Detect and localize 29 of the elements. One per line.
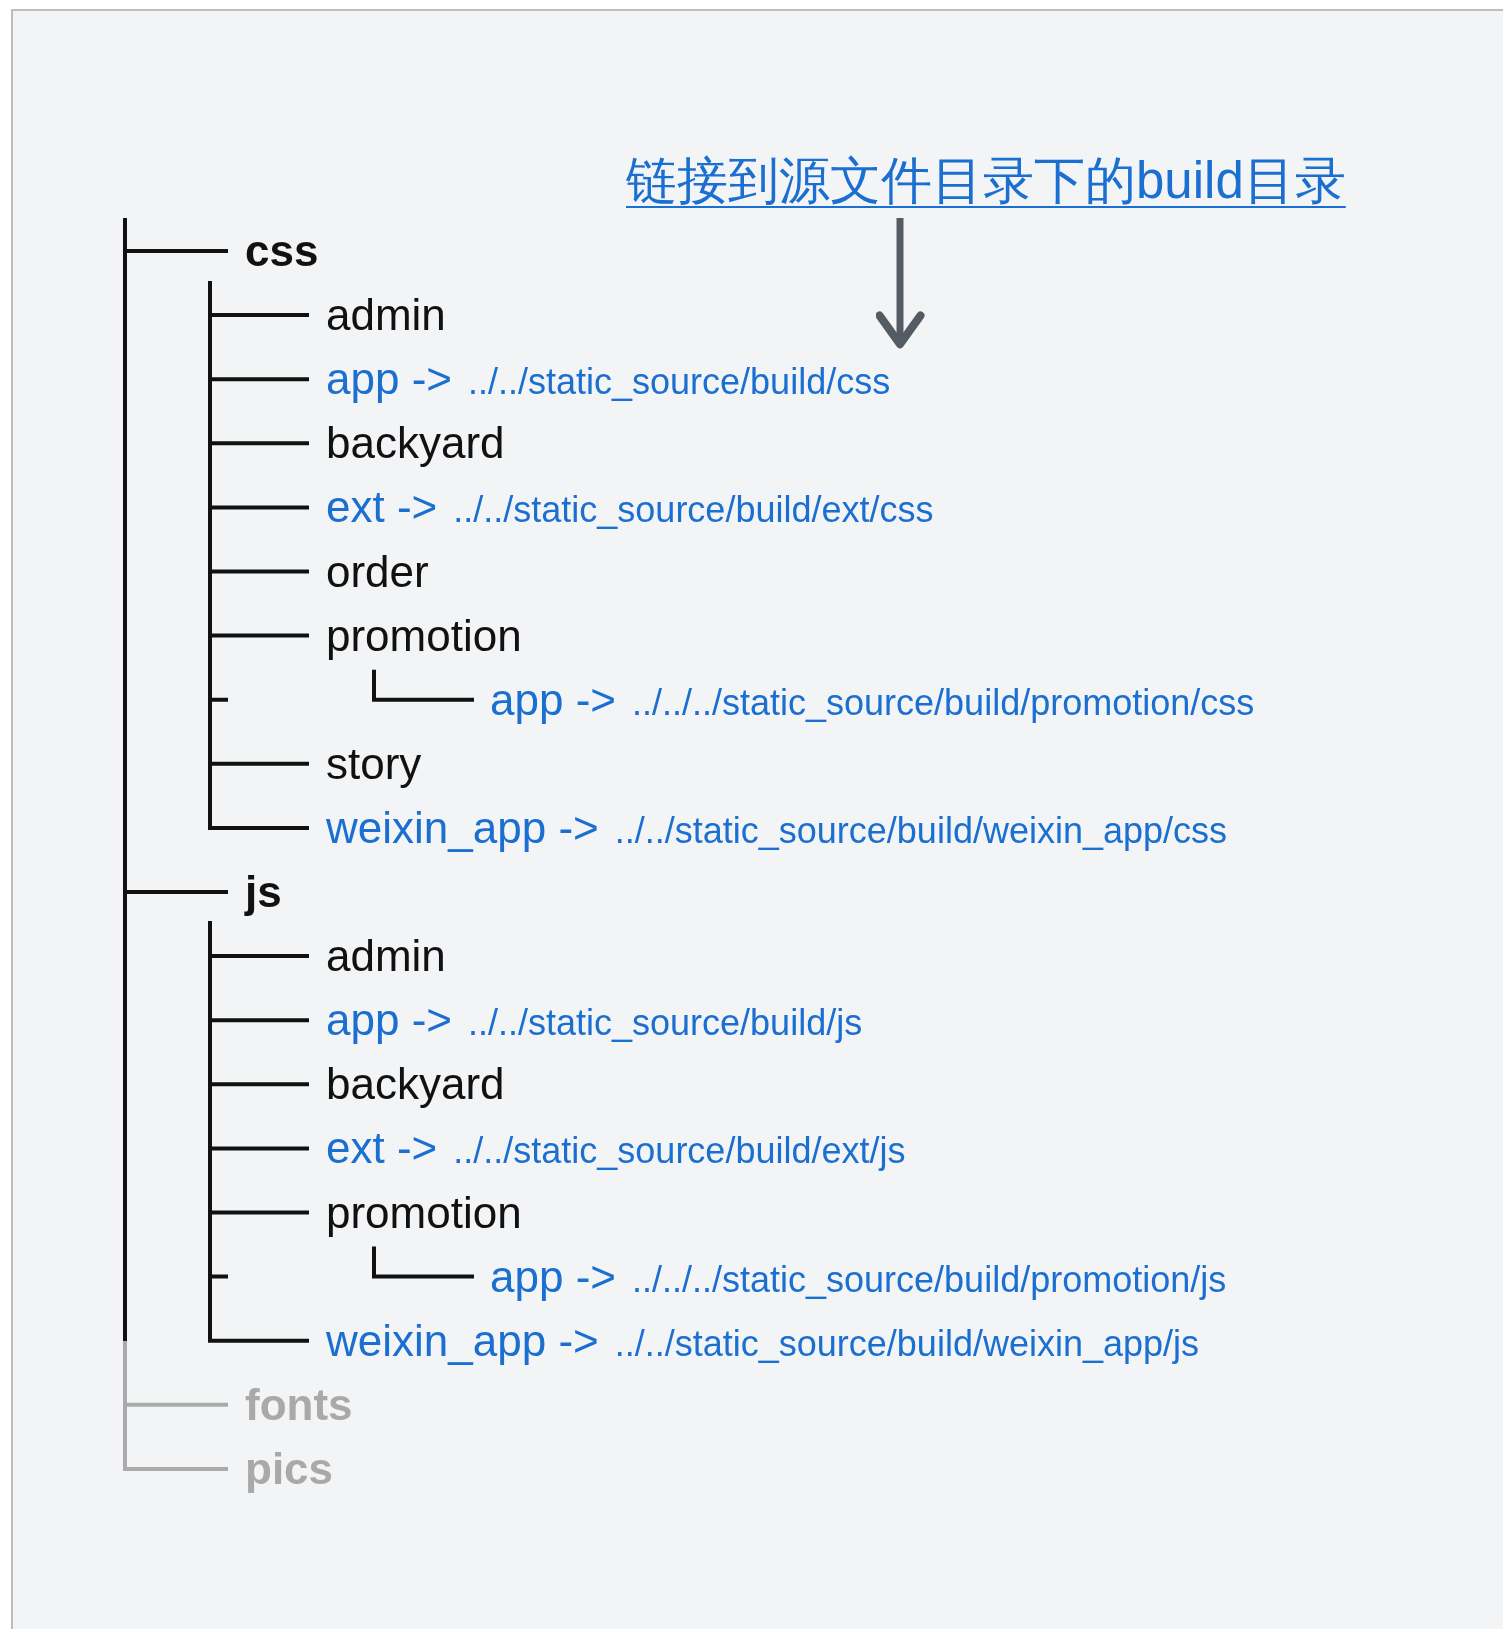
symlink-name: app ->: [490, 1250, 616, 1303]
folder-name: backyard: [326, 1058, 505, 1111]
symlink-name: app ->: [326, 994, 452, 1047]
link-target-path: ../../static_source/build/weixin_app/js: [614, 1321, 1200, 1366]
folder-name: admin: [326, 289, 446, 342]
folder-name: fonts: [245, 1378, 353, 1431]
symlink-name: app ->: [490, 673, 616, 726]
link-target-path: ../../static_source/build/ext/css: [453, 488, 934, 533]
symlink-name: weixin_app ->: [326, 1314, 599, 1367]
folder-name: js: [245, 866, 282, 918]
folder-name: promotion: [326, 1186, 522, 1239]
link-target-path: ../../../static_source/build/promotion/js: [632, 1257, 1227, 1302]
folder-name: backyard: [326, 417, 505, 470]
link-target-path: ../../static_source/build/weixin_app/css: [614, 808, 1228, 853]
symlink-name: ext ->: [326, 481, 438, 534]
folder-name: story: [326, 737, 422, 790]
symlink-name: weixin_app ->: [326, 801, 599, 854]
link-caption: 链接到源文件目录下的build目录: [626, 150, 1346, 212]
folder-name: order: [326, 545, 429, 598]
folder-name: promotion: [326, 609, 522, 662]
link-target-path: ../../../static_source/build/promotion/css: [632, 680, 1255, 725]
link-target-path: ../../static_source/build/js: [468, 1001, 863, 1046]
folder-name: admin: [326, 930, 446, 983]
folder-name: pics: [245, 1442, 334, 1495]
link-target-path: ../../static_source/build/ext/js: [453, 1129, 906, 1174]
link-target-path: ../../static_source/build/css: [468, 360, 891, 405]
folder-name: css: [245, 225, 319, 277]
symlink-name: app ->: [326, 353, 452, 406]
symlink-name: ext ->: [326, 1122, 438, 1175]
